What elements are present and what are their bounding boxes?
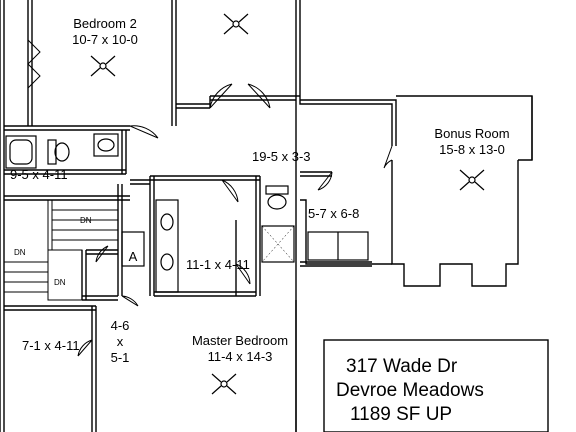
stair-label: DN [80, 216, 92, 225]
toilet-icon [47, 139, 70, 165]
stairs [4, 200, 118, 301]
closet-size-line1: 4-6 [110, 318, 130, 333]
bedroom2-size: 10-7 x 10-0 [72, 32, 138, 47]
bath2-size: 9-5 x 4-11 [10, 167, 68, 182]
info-subdivision: Devroe Meadows [336, 380, 484, 401]
attic-size: 7-1 x 4-11 [22, 338, 80, 353]
master-bath-size: 11-1 x 4-11 [186, 257, 250, 272]
info-area: 1189 SF UP [350, 404, 453, 425]
appliance-label: A [128, 249, 138, 264]
door-swing-icon [27, 39, 393, 357]
hall-size: 19-5 x 3-3 [252, 149, 311, 164]
master-size: 11-4 x 14-3 [207, 349, 273, 364]
bedroom2-wall [27, 0, 33, 126]
vanity-icon [307, 231, 369, 261]
toilet-icon [265, 185, 289, 210]
appliance-box [121, 231, 145, 267]
stair-label: DN [14, 248, 26, 257]
closet-size-line3: 5-1 [110, 350, 130, 365]
stair-label: DN [54, 278, 66, 287]
info-box [323, 339, 549, 432]
shower-icon [261, 225, 295, 263]
bonus-name: Bonus Room [434, 126, 510, 141]
bonus-size: 15-8 x 13-0 [439, 142, 505, 157]
ceiling-fan-icon [90, 13, 485, 395]
toilet-room-size: 5-7 x 6-8 [308, 206, 360, 221]
closet-size-line2: x [116, 334, 124, 349]
sink-icon [155, 199, 179, 293]
bathtub-icon [5, 135, 37, 169]
sink-icon [93, 133, 119, 157]
info-address: 317 Wade Dr [346, 356, 458, 377]
bedroom2-name: Bedroom 2 [73, 16, 137, 31]
master-name: Master Bedroom [191, 333, 289, 348]
